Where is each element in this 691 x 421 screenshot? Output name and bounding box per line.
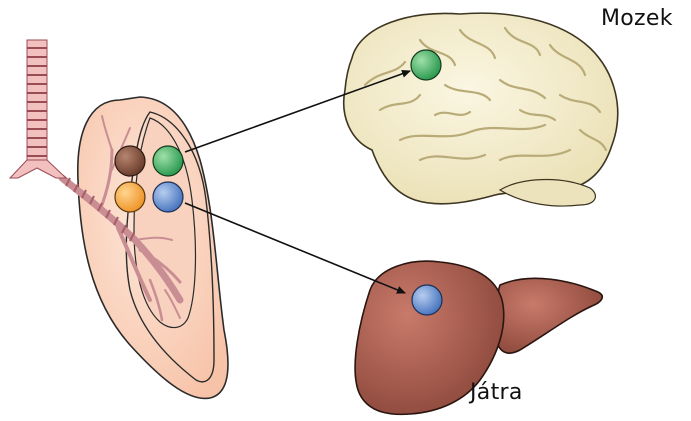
lung-tumor-blue <box>153 182 183 212</box>
lung-tumor-brown <box>115 146 145 176</box>
liver-tumor-blue <box>412 285 442 315</box>
brain-tumor-green <box>411 50 441 80</box>
liver-label: Játra <box>470 380 523 405</box>
brain-label: Mozek <box>601 6 673 31</box>
liver-small-lobe <box>496 278 602 353</box>
trachea <box>10 40 66 178</box>
lung-tumor-orange <box>115 182 145 212</box>
brain-illustration <box>344 13 618 206</box>
lung-illustration <box>10 40 228 398</box>
lung-tumor-green <box>153 146 183 176</box>
